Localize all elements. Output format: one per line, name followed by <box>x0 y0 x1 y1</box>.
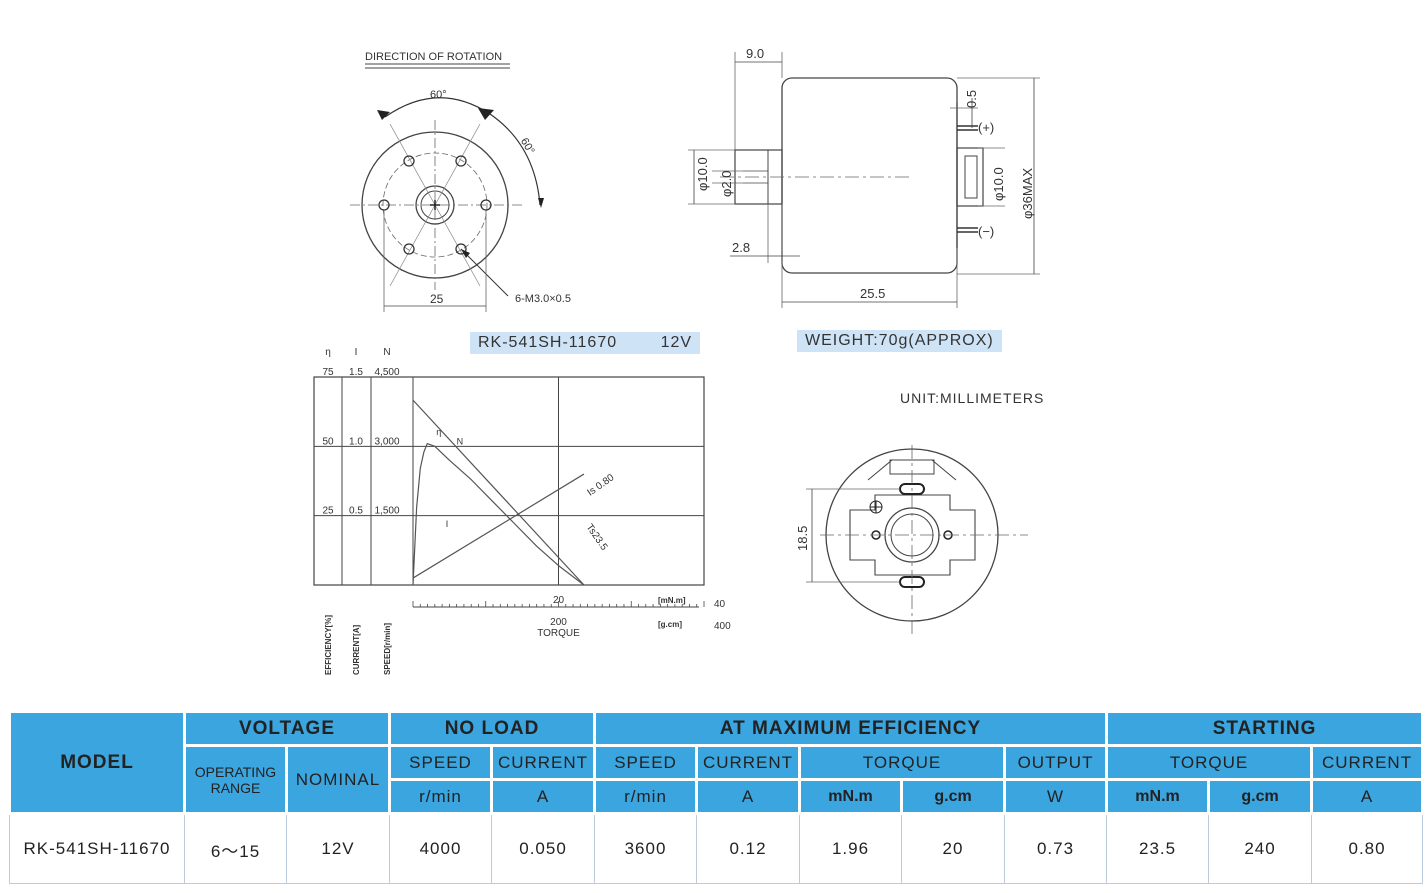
spec-table: MODEL VOLTAGE NO LOAD AT MAXIMUM EFFICIE… <box>8 710 1425 884</box>
efficiency-tick-label: 75 <box>322 367 334 378</box>
efficiency-tick-label: 25 <box>322 506 334 517</box>
speed-axis-label: SPEED[r/min] <box>383 623 392 675</box>
cell-me-speed: 3600 <box>594 813 698 884</box>
annotation-ts: Ts23.5 <box>584 522 610 553</box>
voltage-header: VOLTAGE <box>183 710 391 747</box>
angle-side: 60° <box>518 136 537 156</box>
model-header: MODEL <box>8 710 186 815</box>
series-label-I: I <box>446 519 449 529</box>
series-line-N <box>412 399 585 586</box>
st-torque-header: TORQUE <box>1105 744 1314 781</box>
current-axis-symbol: I <box>355 347 358 358</box>
nominal-header: NOMINAL <box>285 744 391 815</box>
me-current-unit: A <box>695 778 802 815</box>
current-tick-label: 1.5 <box>349 367 363 378</box>
side-view-drawing: 9.0 (+) (−) 0.5 φ10.0 φ2.0 φ10.0 φ36MAX … <box>688 46 1040 308</box>
cell-operating-range: 6～15 <box>184 813 287 884</box>
rotation-title: DIRECTION OF ROTATION <box>365 51 502 63</box>
dim-18-5: 18.5 <box>795 526 810 551</box>
series-line-η <box>412 442 585 586</box>
st-current-header: CURRENT <box>1310 744 1425 781</box>
series-label-N: N <box>457 437 464 447</box>
dim-body: φ36MAX <box>1020 168 1035 219</box>
model-name: RK-541SH-11670 <box>478 334 618 351</box>
me-torque-header: TORQUE <box>798 744 1007 781</box>
current-tick-label: 0.5 <box>349 506 363 517</box>
current-axis-label: CURRENT[A] <box>352 624 361 675</box>
no-load-header: NO LOAD <box>387 710 597 747</box>
torque-axis-label: TORQUE <box>537 628 580 639</box>
speed-axis-symbol: N <box>383 347 390 358</box>
torque-tick-label-mnm: 20 <box>553 595 565 606</box>
efficiency-axis-symbol: η <box>325 347 331 358</box>
cell-st-torque-gcm: 240 <box>1208 813 1313 884</box>
me-output-header: OUTPUT <box>1003 744 1109 781</box>
model-voltage: 12V <box>660 334 693 351</box>
terminal-minus: (−) <box>978 224 994 239</box>
unit-label: UNIT:MILLIMETERS <box>900 390 1045 406</box>
speed-tick-label: 3,000 <box>374 436 399 447</box>
dim-25: 25 <box>430 292 444 306</box>
nl-speed-unit: r/min <box>388 778 493 815</box>
plot-frame <box>313 376 705 586</box>
angle-top: 60° <box>430 89 447 101</box>
current-tick-label: 1.0 <box>349 436 363 447</box>
st-torque-unit-mnm: mN.m <box>1105 778 1211 815</box>
torque-unit-gcm: [g.cm] <box>658 620 682 629</box>
annotation-is: Is 0.80 <box>585 472 616 498</box>
dim-0-5: 0.5 <box>964 90 979 108</box>
torque-tick-label-gcm: 400 <box>714 621 731 632</box>
me-torque-unit-gcm: g.cm <box>900 778 1007 815</box>
cell-nominal: 12V <box>286 813 390 884</box>
st-torque-unit-gcm: g.cm <box>1207 778 1314 815</box>
table-row: RK-541SH-11670 6～15 12V 4000 0.050 3600 … <box>9 813 1424 884</box>
me-speed-unit: r/min <box>593 778 699 815</box>
speed-tick-label: 4,500 <box>374 367 399 378</box>
nl-current-header: CURRENT <box>489 744 597 781</box>
operating-range-header: OPERATING RANGE <box>183 744 288 815</box>
cell-me-output: 0.73 <box>1004 813 1108 884</box>
rear-view-drawing: 18.5 <box>795 445 1028 635</box>
terminal-plus: (+) <box>978 120 994 135</box>
dim-9: 9.0 <box>746 46 764 61</box>
cell-me-torque-gcm: 20 <box>901 813 1006 884</box>
starting-header: STARTING <box>1105 710 1425 747</box>
max-eff-header: AT MAXIMUM EFFICIENCY <box>593 710 1109 747</box>
dim-boss: φ10.0 <box>991 167 1006 201</box>
nl-current-unit: A <box>489 778 597 815</box>
cell-nl-current: 0.050 <box>490 813 596 884</box>
cell-me-current: 0.12 <box>696 813 801 884</box>
model-label: RK-541SH-11670 12V <box>470 332 701 354</box>
dim-25-5: 25.5 <box>860 286 885 301</box>
series-label-η: η <box>436 427 441 437</box>
cell-model: RK-541SH-11670 <box>9 813 185 884</box>
speed-tick-label: 1,500 <box>374 506 399 517</box>
series-line-I <box>412 473 585 579</box>
me-speed-header: SPEED <box>593 744 699 781</box>
dim-2-8: 2.8 <box>732 240 750 255</box>
efficiency-tick-label: 50 <box>322 436 334 447</box>
st-current-unit: A <box>1310 778 1425 815</box>
cell-st-torque-mnm: 23.5 <box>1106 813 1210 884</box>
nl-speed-header: SPEED <box>388 744 493 781</box>
torque-tick-label-gcm: 200 <box>550 617 567 628</box>
cell-nl-speed: 4000 <box>389 813 492 884</box>
me-torque-unit-mnm: mN.m <box>798 778 904 815</box>
me-output-unit: W <box>1003 778 1109 815</box>
cell-st-current: 0.80 <box>1311 813 1424 884</box>
cell-me-torque-mnm: 1.96 <box>799 813 903 884</box>
front-view-drawing: DIRECTION OF ROTATION 60° 60° 6-M3.0×0.5… <box>350 51 571 312</box>
torque-tick-label-mnm: 40 <box>714 599 726 610</box>
efficiency-axis-label: EFFICIENCY[%] <box>324 615 333 675</box>
me-current-header: CURRENT <box>695 744 802 781</box>
hole-note: 6-M3.0×0.5 <box>515 293 571 305</box>
dim-shaft: φ2.0 <box>719 170 734 197</box>
weight-label: WEIGHT:70g(APPROX) <box>797 330 1002 352</box>
dim-shaft-outer: φ10.0 <box>695 157 710 191</box>
torque-unit-mnm: [mN.m] <box>658 596 686 605</box>
